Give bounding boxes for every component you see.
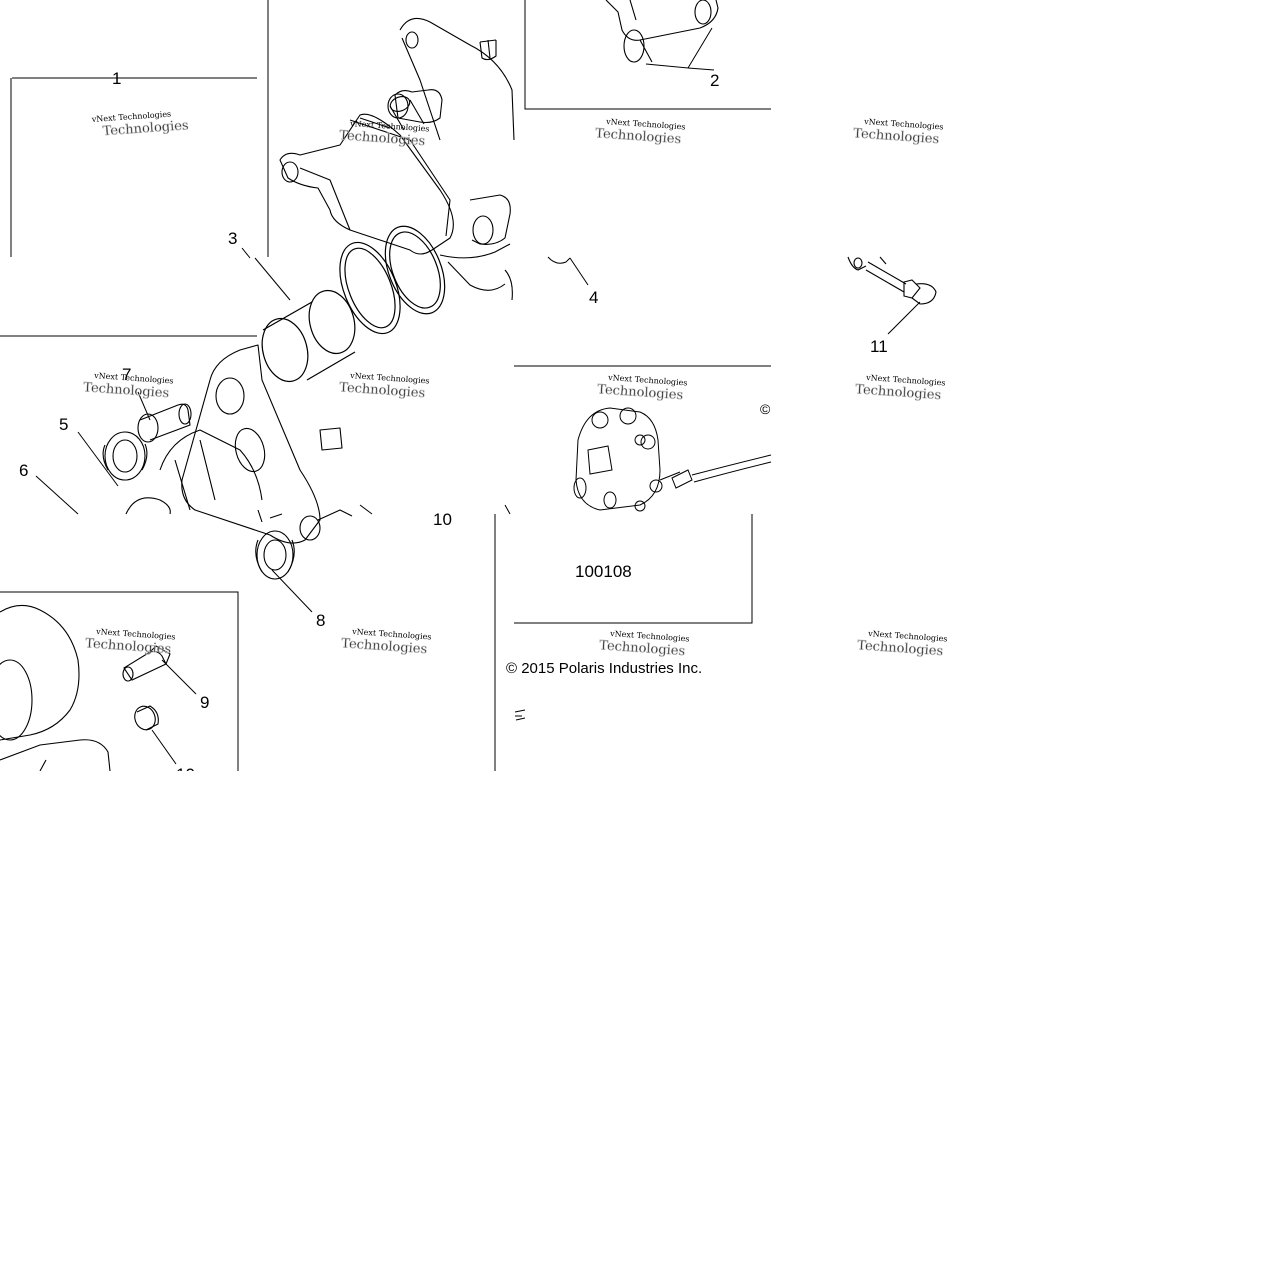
watermark-text-outline: Technologies bbox=[83, 380, 170, 401]
leader-10 bbox=[151, 729, 177, 765]
leader-4 bbox=[569, 257, 589, 286]
leader-7 bbox=[137, 391, 151, 421]
callout-9: 9 bbox=[200, 693, 209, 712]
leader-lines bbox=[35, 27, 921, 765]
bleeder-screw-drawing bbox=[122, 645, 171, 682]
watermark: vNext Technologies Technologies bbox=[856, 629, 947, 660]
brake-pad-drawing bbox=[279, 113, 513, 301]
leader-2b bbox=[687, 67, 715, 71]
watermark-text-outline: Technologies bbox=[339, 128, 426, 149]
watermark: vNext Technologies Technologies bbox=[338, 371, 429, 402]
watermark-text-outline: Technologies bbox=[597, 382, 684, 403]
boot-lower-drawing bbox=[255, 530, 295, 580]
watermark-text-outline: Technologies bbox=[599, 638, 686, 659]
bolt-drawing bbox=[847, 256, 937, 305]
watermark: vNext Technologies Technologies bbox=[91, 109, 190, 139]
callout-2: 2 bbox=[710, 71, 719, 90]
callout-10a: 10 bbox=[433, 510, 452, 529]
watermark: vNext Technologies Technologies bbox=[852, 117, 943, 148]
leader-3b bbox=[241, 247, 251, 259]
watermark: vNext Technologies Technologies bbox=[598, 629, 689, 660]
bleeder-cap-drawing bbox=[134, 705, 159, 731]
watermark: vNext Technologies Technologies bbox=[82, 371, 173, 402]
watermark-text-outline: Technologies bbox=[102, 118, 189, 139]
callout-6: 6 bbox=[19, 461, 28, 480]
callout-3: 3 bbox=[228, 229, 237, 248]
blank-area-right bbox=[771, 0, 1285, 257]
callout-1: 1 bbox=[112, 69, 121, 88]
watermark: vNext Technologies Technologies bbox=[596, 373, 687, 404]
callout-11: 11 bbox=[870, 337, 888, 356]
ring-drawing bbox=[125, 497, 171, 515]
frame-tile-b bbox=[524, 0, 771, 110]
seal-ring-drawing bbox=[339, 225, 446, 335]
piston-drawing bbox=[261, 289, 356, 383]
copyright-symbol: © bbox=[760, 401, 771, 417]
watermarks: vNext Technologies Technologies vNext Te… bbox=[82, 109, 947, 660]
caliper-lower-drawing bbox=[0, 604, 111, 772]
watermark-text-outline: Technologies bbox=[853, 126, 940, 147]
assembled-caliper-drawing bbox=[573, 407, 772, 512]
callout-5: 5 bbox=[59, 415, 68, 434]
leader-2a bbox=[645, 27, 713, 69]
watermark: vNext Technologies Technologies bbox=[854, 373, 945, 404]
leader-9 bbox=[161, 659, 197, 695]
watermark-text-outline: Technologies bbox=[595, 126, 682, 147]
leader-5 bbox=[77, 431, 119, 487]
mount-bracket-drawing bbox=[605, 0, 719, 63]
callouts: 1 2 3 4 5 6 7 8 9 10 10 11 bbox=[19, 69, 888, 784]
copyright-line: © 2015 Polaris Industries Inc. bbox=[506, 660, 702, 677]
leader-11 bbox=[887, 301, 921, 335]
boot-drawing bbox=[102, 431, 148, 481]
caliper-body-drawing bbox=[159, 344, 353, 544]
slide-pin-drawing bbox=[137, 403, 192, 443]
callout-4: 4 bbox=[589, 288, 598, 307]
watermark-text-outline: Technologies bbox=[85, 636, 172, 657]
leader-8 bbox=[271, 569, 313, 613]
blank-area bbox=[0, 771, 1285, 1285]
frame-tile-e bbox=[0, 591, 239, 771]
partial-strokes bbox=[359, 256, 571, 721]
leader-6 bbox=[35, 475, 79, 515]
leader-3 bbox=[254, 257, 291, 301]
watermark: vNext Technologies Technologies bbox=[338, 119, 429, 150]
watermark-text-outline: Technologies bbox=[339, 380, 426, 401]
watermark: vNext Technologies Technologies bbox=[340, 627, 431, 658]
watermark: vNext Technologies Technologies bbox=[84, 627, 175, 658]
watermark-text-outline: Technologies bbox=[341, 636, 428, 657]
watermark-text-outline: Technologies bbox=[855, 382, 942, 403]
watermark: vNext Technologies Technologies bbox=[594, 117, 685, 148]
watermark-text-outline: Technologies bbox=[857, 638, 944, 659]
pad-pin-drawing bbox=[389, 96, 425, 131]
tile-frames bbox=[0, 0, 771, 771]
callout-8: 8 bbox=[316, 611, 325, 630]
frame-tile-g bbox=[514, 514, 753, 624]
callout-7: 7 bbox=[122, 365, 131, 384]
caliper-bracket-drawing bbox=[387, 17, 515, 245]
figure-number: 100108 bbox=[575, 562, 632, 581]
